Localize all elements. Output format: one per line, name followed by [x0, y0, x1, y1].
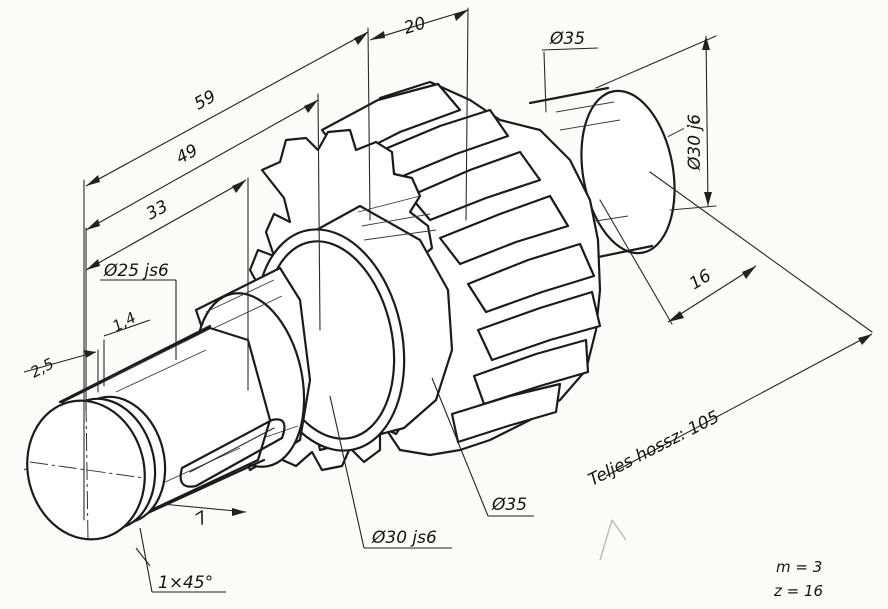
- gear-tooth: [476, 290, 602, 362]
- shaft-end: [26, 395, 167, 541]
- shaft-end-face: [26, 399, 146, 541]
- dim-line-49: [85, 99, 319, 231]
- dim-line-dia30j6: [705, 35, 709, 207]
- dim-text-1-4: 1,4: [109, 308, 139, 335]
- dim-leader-dia35-bottom: [431, 377, 489, 517]
- module-note: m = 3: [776, 558, 822, 576]
- dim-line-16: [667, 265, 757, 323]
- dim-line-33: [85, 179, 247, 271]
- dim-text-20: 20: [402, 13, 429, 38]
- dim-text-33: 33: [143, 197, 171, 225]
- dim-line-59: [85, 31, 369, 187]
- keyway-slot: [179, 418, 286, 488]
- dim-text-dia35-bottom: Ø35: [491, 495, 527, 515]
- dim-line-2-5: [23, 351, 97, 373]
- pencil-arrow-mark: [599, 519, 627, 561]
- total-length-note: Teljes hossz: 105: [585, 407, 723, 490]
- dim-text-2-5: 2,5: [27, 354, 57, 381]
- dimension-lines: [23, 9, 873, 593]
- teeth-count-note: z = 16: [773, 582, 823, 600]
- dim-line-20: [369, 9, 469, 41]
- dim-text-7: 7: [192, 507, 212, 530]
- dim-text-dia25js6: Ø25 js6: [103, 261, 169, 281]
- dim-text-chamfer: 1×45°: [158, 573, 213, 593]
- gear-tooth: [466, 242, 596, 314]
- dim-leader-dia30js6: [329, 395, 365, 549]
- dim-text-59: 59: [191, 87, 219, 115]
- dim-text-49: 49: [173, 141, 201, 169]
- gear-tooth: [408, 150, 542, 222]
- right-journal: [528, 86, 676, 264]
- dim-line-total-length: [605, 333, 873, 477]
- dim-text-dia30js6: Ø30 js6: [371, 528, 437, 548]
- dim-text-16: 16: [686, 266, 715, 295]
- dim-leader-dia35-top: [541, 47, 599, 51]
- dim-text-dia30j6: Ø30 j6: [685, 114, 705, 171]
- gear-tooth: [438, 194, 570, 266]
- dim-text-dia35-top: Ø35: [549, 29, 585, 49]
- dim-line-1-4: [103, 319, 151, 337]
